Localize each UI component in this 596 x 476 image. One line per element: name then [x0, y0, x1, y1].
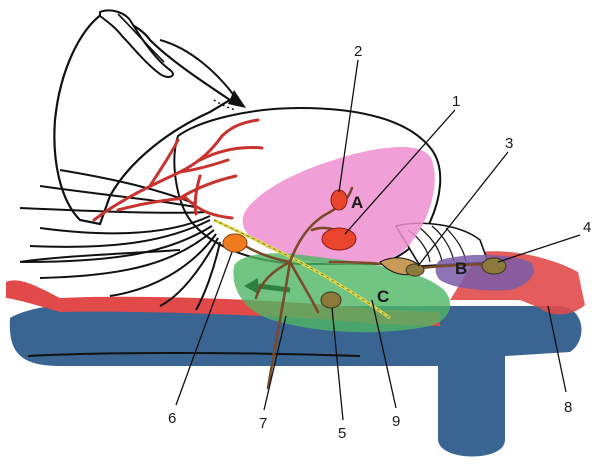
- arrow-icon-head: [244, 278, 258, 294]
- callout-7: 7: [259, 415, 267, 432]
- node-6: [222, 233, 248, 253]
- arrow-icon-head: [228, 90, 246, 108]
- region-c-label: C: [377, 287, 389, 306]
- callout-9: 9: [392, 413, 400, 430]
- head-fold: [117, 13, 165, 63]
- region-a-label: A: [351, 193, 363, 212]
- head-outline: [53, 12, 233, 226]
- callout-6: 6: [168, 410, 176, 427]
- region-b-label: B: [455, 259, 467, 278]
- vein: [9, 302, 582, 457]
- node-5: [320, 291, 342, 309]
- arterial-branches: [92, 118, 264, 222]
- callout-2: 2: [354, 43, 362, 60]
- region-b: [435, 254, 534, 291]
- head-crest: [99, 9, 174, 78]
- radiating-lines: [19, 169, 221, 311]
- node-1: [321, 227, 357, 251]
- dotted-edge: [213, 99, 237, 111]
- callout-8: 8: [564, 399, 572, 416]
- leader-lines: [175, 59, 581, 421]
- outline-stroke: [19, 249, 181, 263]
- nerve-line: [213, 219, 391, 319]
- node-3: [405, 263, 425, 277]
- callout-1: 1: [452, 93, 460, 110]
- callout-3: 3: [505, 135, 513, 152]
- outline-stroke: [27, 352, 361, 357]
- node-2: [330, 189, 348, 211]
- callout-4: 4: [583, 219, 591, 236]
- callout-5: 5: [338, 425, 346, 442]
